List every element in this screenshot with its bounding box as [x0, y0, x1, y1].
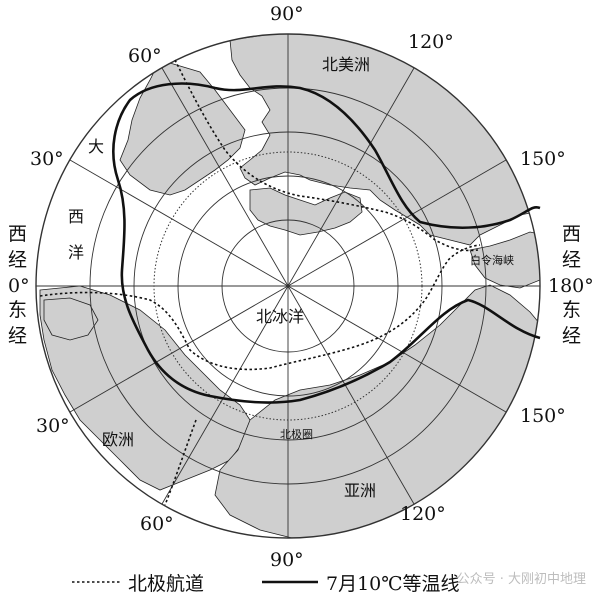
- label-north-america: 北美洲: [322, 55, 370, 74]
- land-greenland: [119, 59, 246, 196]
- label-30-left-bottom: 30°: [36, 415, 70, 437]
- label-60-upper: 60°: [128, 45, 162, 67]
- label-30-left-top: 30°: [30, 148, 64, 170]
- region-labels: 北美洲 大 西 洋 北冰洋 白令海峡 欧洲 亚洲 北极圈: [68, 55, 514, 500]
- label-90-top: 90°: [270, 3, 304, 25]
- label-atlantic-xi: 西: [68, 207, 84, 226]
- east-longitude-char2-left: 经: [8, 325, 27, 347]
- label-asia: 亚洲: [344, 481, 376, 500]
- legend-isotherm-swatch: [262, 580, 318, 584]
- side-labels: 西 经 东 经 西 经 东 经: [8, 223, 581, 347]
- arctic-route-northwest: [174, 59, 479, 252]
- land-arctic-islands: [249, 187, 363, 236]
- arctic-route: [39, 244, 481, 371]
- west-longitude-char2-left: 经: [8, 249, 27, 271]
- legend-isotherm-label: 7月10℃等温线: [326, 572, 460, 595]
- legend: 北极航道 7月10℃等温线: [72, 568, 592, 596]
- west-longitude-char1-right: 西: [562, 223, 581, 245]
- label-atlantic-yang: 洋: [68, 243, 84, 262]
- label-180-right: 180°: [548, 275, 594, 297]
- arctic-route-southwest: [164, 419, 197, 506]
- label-europe: 欧洲: [102, 430, 134, 449]
- label-0-left: 0°: [8, 275, 30, 297]
- label-arctic-circle: 北极圈: [280, 427, 313, 441]
- east-longitude-char2-right: 经: [562, 325, 581, 347]
- label-90-bottom: 90°: [270, 549, 304, 571]
- west-longitude-char2-right: 经: [562, 249, 581, 271]
- land-chukotka: [469, 231, 540, 289]
- land-scandinavia: [43, 297, 99, 341]
- watermark: 公众号 · 大刚初中地理: [456, 572, 586, 587]
- legend-isotherm: 7月10℃等温线: [262, 568, 460, 596]
- degree-labels: 90° 90° 60° 120° 30° 150° 0° 180° 30° 15…: [8, 3, 594, 571]
- label-bering-strait: 白令海峡: [470, 253, 514, 267]
- legend-route-label: 北极航道: [128, 572, 205, 595]
- label-150-right-bottom: 150°: [520, 405, 566, 427]
- legend-route: 北极航道: [72, 568, 204, 596]
- label-150-right-top: 150°: [520, 148, 566, 170]
- east-longitude-char1-left: 东: [8, 299, 27, 321]
- isotherm-july-10c: [112, 82, 541, 404]
- meridian-150w-30e: [69, 159, 507, 413]
- label-atlantic-da: 大: [88, 137, 104, 156]
- label-arctic-ocean: 北冰洋: [256, 307, 304, 326]
- label-120-upper: 120°: [408, 31, 454, 53]
- legend-route-swatch: [72, 581, 122, 583]
- east-longitude-char1-right: 东: [562, 299, 581, 321]
- west-longitude-char1-left: 西: [8, 223, 27, 245]
- meridians: [36, 34, 540, 538]
- label-120-lower: 120°: [400, 503, 446, 525]
- label-60-lower: 60°: [140, 513, 174, 535]
